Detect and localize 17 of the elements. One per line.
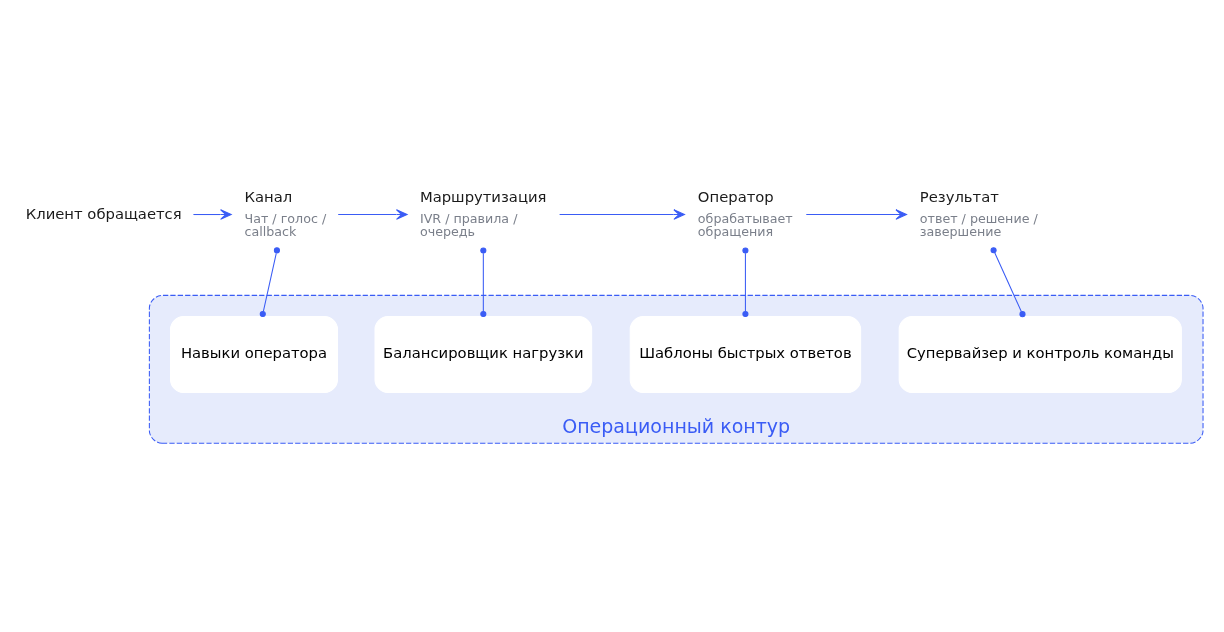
node-box: Супервайзер и контроль команды: [898, 315, 1182, 393]
arrow: [192, 208, 232, 220]
connector: [259, 246, 280, 317]
node-box: Навыки оператора: [170, 315, 338, 393]
connector: [990, 246, 1026, 317]
node-box: Шаблоны быстрых ответов: [629, 315, 862, 393]
node-text: Клиент обращается: [25, 204, 182, 222]
connector: [742, 246, 749, 317]
arrow: [805, 208, 908, 220]
arrow: [559, 208, 685, 220]
node-text: Канал Чат / голос / callback: [244, 187, 327, 239]
connector: [480, 246, 487, 317]
node-text: Маршрутизация IVR / правила / очередь: [419, 187, 547, 239]
arrow: [337, 208, 408, 220]
node-text: Оператор обрабатывает обращения: [697, 187, 793, 239]
node-text: Результат ответ / решение / завершение: [919, 187, 1038, 239]
node-box: Балансировщик нагрузки: [374, 315, 593, 393]
